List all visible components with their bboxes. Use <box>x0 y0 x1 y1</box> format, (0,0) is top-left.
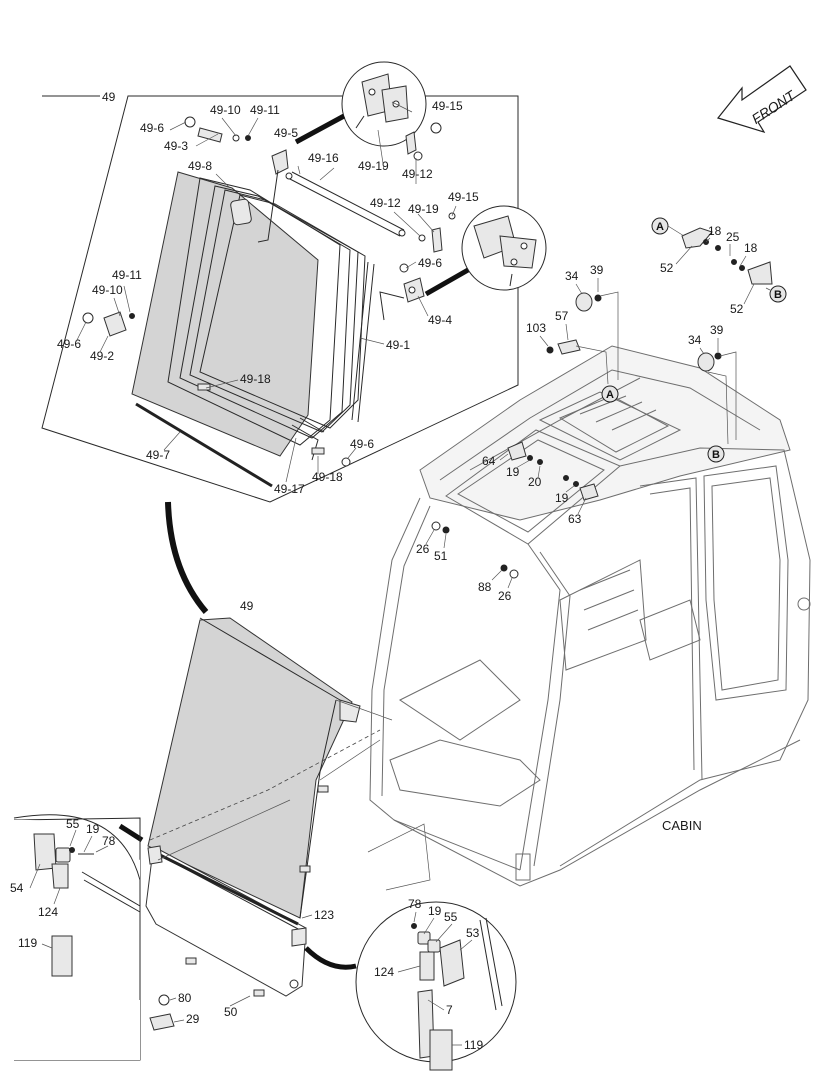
callout-49: 49 <box>102 90 116 104</box>
callout-49: 49 <box>240 599 254 613</box>
detail-ref-b: B <box>712 449 720 461</box>
callout-49-15: 49-15 <box>432 99 463 113</box>
callout-18: 18 <box>708 224 722 238</box>
callout-19: 19 <box>86 822 100 836</box>
callout-53: 53 <box>466 926 480 940</box>
door-glass-49: 49 <box>147 599 361 919</box>
door-lower-panel-50 <box>145 845 307 997</box>
callout-57: 57 <box>555 309 569 323</box>
detail-circle-left-latch: 55 19 78 54 124 119 <box>10 814 144 1061</box>
callout-50: 50 <box>224 1005 238 1019</box>
side-rail-49-1 <box>351 261 375 423</box>
callout-52: 52 <box>660 261 674 275</box>
hinge-bracket-49-2 <box>103 311 127 337</box>
detail-circle-lower-hinge <box>424 205 547 297</box>
detail-ref-a: A <box>656 221 664 233</box>
callout-19: 19 <box>506 465 520 479</box>
dashed-ref-line <box>149 729 381 841</box>
callout-49-6: 49-6 <box>140 121 164 135</box>
callout-49-18: 49-18 <box>240 372 271 386</box>
callout-20: 20 <box>528 475 542 489</box>
callout-49-19: 49-19 <box>358 159 389 173</box>
seal-frame-outer <box>167 177 341 446</box>
callout-119: 119 <box>464 1038 483 1052</box>
callout-52: 52 <box>730 302 744 316</box>
callout-18: 18 <box>744 241 758 255</box>
hinge-bracket-49-5 <box>257 149 289 243</box>
callout-119: 119 <box>18 936 37 950</box>
callout-34: 34 <box>565 269 579 283</box>
callout-19: 19 <box>428 904 442 918</box>
seal-strip-49-7 <box>135 402 273 488</box>
callout-19: 19 <box>555 491 569 505</box>
callout-78: 78 <box>102 834 116 848</box>
callout-49-6: 49-6 <box>350 437 374 451</box>
door-handle-parts: 80 29 50 <box>149 991 251 1031</box>
upper-rail-49-16 <box>287 171 405 237</box>
callout-49-16: 49-16 <box>308 151 339 165</box>
callout-26: 26 <box>416 542 430 556</box>
callout-49-1: 49-1 <box>386 338 410 352</box>
callout-49-18: 49-18 <box>312 470 343 484</box>
callout-49-12: 49-12 <box>370 196 401 210</box>
callout-124: 124 <box>374 965 394 979</box>
callout-123: 123 <box>314 908 334 922</box>
cabin-body <box>369 345 811 887</box>
callout-49-3: 49-3 <box>164 139 188 153</box>
callout-64: 64 <box>482 454 496 468</box>
callout-54: 54 <box>10 881 24 895</box>
callout-55: 55 <box>444 910 458 924</box>
detail-circle-upper-hinge <box>294 61 442 161</box>
callout-63: 63 <box>568 512 582 526</box>
detail-circle-right-latch: 78 19 55 53 124 7 119 <box>304 897 517 1071</box>
detail-ref-a: A <box>606 389 614 401</box>
callout-7: 7 <box>446 1003 453 1017</box>
callout-51: 51 <box>434 549 448 563</box>
callout-49-10: 49-10 <box>92 283 123 297</box>
assembly-pointer-swoosh <box>165 501 209 614</box>
callout-88: 88 <box>478 580 492 594</box>
callout-49-12: 49-12 <box>402 167 433 181</box>
callout-49-8: 49-8 <box>188 159 212 173</box>
callout-49-10: 49-10 <box>210 103 241 117</box>
callout-49-6: 49-6 <box>418 256 442 270</box>
callout-49-19: 49-19 <box>408 202 439 216</box>
fasteners-49 <box>82 116 456 467</box>
callout-49-4: 49-4 <box>428 313 452 327</box>
glass-panel-49-8 <box>131 171 319 457</box>
callout-55: 55 <box>66 817 80 831</box>
callout-29: 29 <box>186 1012 200 1026</box>
callout-78: 78 <box>408 897 422 911</box>
cabin-label: CABIN <box>662 818 702 833</box>
callout-124: 124 <box>38 905 58 919</box>
detail-ref-b: B <box>774 289 782 301</box>
callout-49-7: 49-7 <box>146 448 170 462</box>
callout-49-2: 49-2 <box>90 349 114 363</box>
callout-49-15: 49-15 <box>448 190 479 204</box>
callout-25: 25 <box>726 230 740 244</box>
callout-49-11: 49-11 <box>112 268 142 282</box>
callout-34: 34 <box>688 333 702 347</box>
cabin-parts: 34 39 57 103 34 39 A B A B 18 25 18 52 5… <box>416 217 787 603</box>
front-direction-arrow: FRONT <box>716 65 807 134</box>
seal-frame-inner <box>199 194 366 429</box>
assembly-49-frame <box>41 95 519 503</box>
callout-49-11: 49-11 <box>250 103 280 117</box>
callout-39: 39 <box>590 263 604 277</box>
callouts-assembly-49: 49 49-6 49-10 49-11 49-3 49-5 49-8 49-16… <box>57 90 479 496</box>
callout-26: 26 <box>498 589 512 603</box>
callout-49-6: 49-6 <box>57 337 81 351</box>
callout-49-17: 49-17 <box>274 482 305 496</box>
callout-80: 80 <box>178 991 192 1005</box>
callout-103: 103 <box>526 321 546 335</box>
hinge-bracket-49-4 <box>379 277 425 321</box>
callout-39: 39 <box>710 323 724 337</box>
callout-49-5: 49-5 <box>274 126 298 140</box>
